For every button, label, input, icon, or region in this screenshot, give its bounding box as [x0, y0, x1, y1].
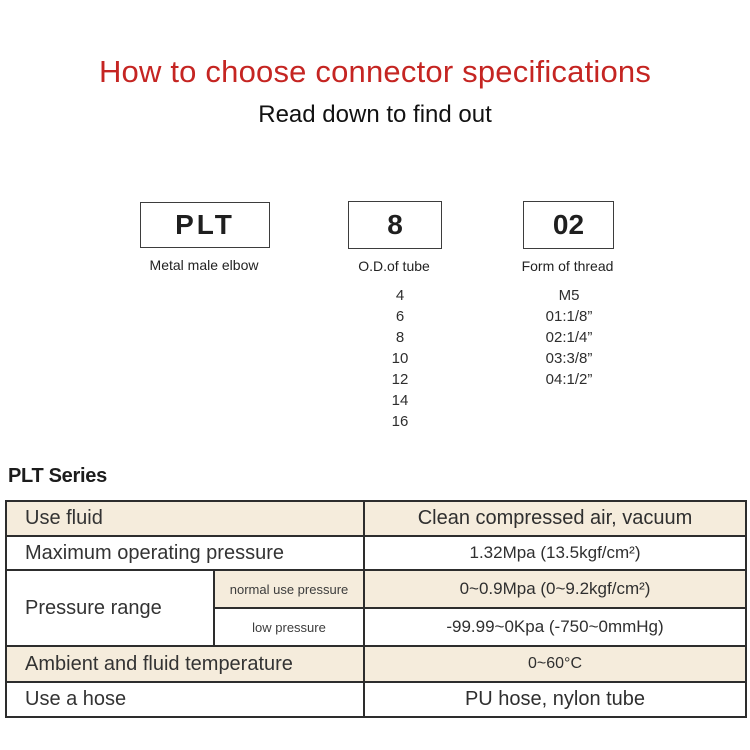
tube-size-list: 4 6 8 10 12 14 16 [354, 285, 446, 432]
row-label-max-pressure: Maximum operating pressure [5, 535, 365, 571]
table-row-hose: Use a hose PU hose, nylon tube [5, 681, 747, 718]
row-label-temperature: Ambient and fluid temperature [5, 645, 365, 683]
page-subtitle: Read down to find out [258, 101, 492, 128]
thread-form-list: M5 01:1/8” 02:1/4” 03:3/8” 04:1/2” [509, 285, 629, 390]
table-row-temperature: Ambient and fluid temperature 0~60°C [5, 645, 747, 683]
tube-code-caption: O.D.of tube [358, 258, 430, 274]
row-label-hose: Use a hose [5, 681, 365, 718]
sub-label-low-pressure: low pressure [213, 607, 365, 647]
model-code-text: PLT [175, 209, 235, 240]
tube-size-item: 4 [395, 287, 405, 304]
thread-code-text: 02 [552, 209, 585, 240]
page-title: How to choose connector specifications [98, 54, 652, 89]
sub-label-normal-pressure: normal use pressure [213, 569, 365, 609]
model-code-box: PLT [140, 202, 270, 248]
thread-form-item: 01:1/8” [545, 308, 593, 325]
tube-size-item: 6 [395, 308, 405, 325]
row-value-hose: PU hose, nylon tube [363, 681, 747, 718]
row-value-max-pressure: 1.32Mpa (13.5kgf/cm²) [363, 535, 747, 571]
model-code-caption: Metal male elbow [149, 257, 259, 273]
table-row-use-fluid: Use fluid Clean compressed air, vacuum [5, 500, 747, 537]
series-heading: PLT Series [8, 465, 107, 487]
thread-form-item: 02:1/4” [545, 329, 593, 346]
table-row-max-pressure: Maximum operating pressure 1.32Mpa (13.5… [5, 535, 747, 571]
thread-code-box: 02 [523, 201, 614, 249]
row-value-normal-pressure: 0~0.9Mpa (0~9.2kgf/cm²) [363, 569, 747, 609]
thread-code-caption: Form of thread [521, 258, 614, 274]
tube-size-item: 12 [391, 371, 409, 388]
tube-size-item: 14 [391, 392, 409, 409]
thread-form-item: 04:1/2” [545, 371, 593, 388]
tube-code-box: 8 [348, 201, 442, 249]
row-value-low-pressure: -99.99~0Kpa (-750~0mmHg) [363, 607, 747, 647]
row-value-use-fluid: Clean compressed air, vacuum [363, 500, 747, 537]
table-row-low-pressure: low pressure -99.99~0Kpa (-750~0mmHg) [6, 607, 747, 647]
tube-size-item: 8 [395, 329, 405, 346]
row-label-pressure-range: Pressure range [5, 569, 215, 647]
spec-table: Use fluid Clean compressed air, vacuum M… [5, 500, 747, 718]
tube-size-item: 16 [391, 413, 409, 430]
row-value-temperature: 0~60°C [363, 645, 747, 683]
thread-form-item: 03:3/8” [545, 350, 593, 367]
thread-form-item: M5 [558, 287, 580, 304]
tube-code-text: 8 [387, 209, 403, 240]
table-row-normal-pressure: Pressure range normal use pressure 0~0.9… [5, 569, 747, 647]
row-label-use-fluid: Use fluid [5, 500, 365, 537]
tube-size-item: 10 [391, 350, 409, 367]
